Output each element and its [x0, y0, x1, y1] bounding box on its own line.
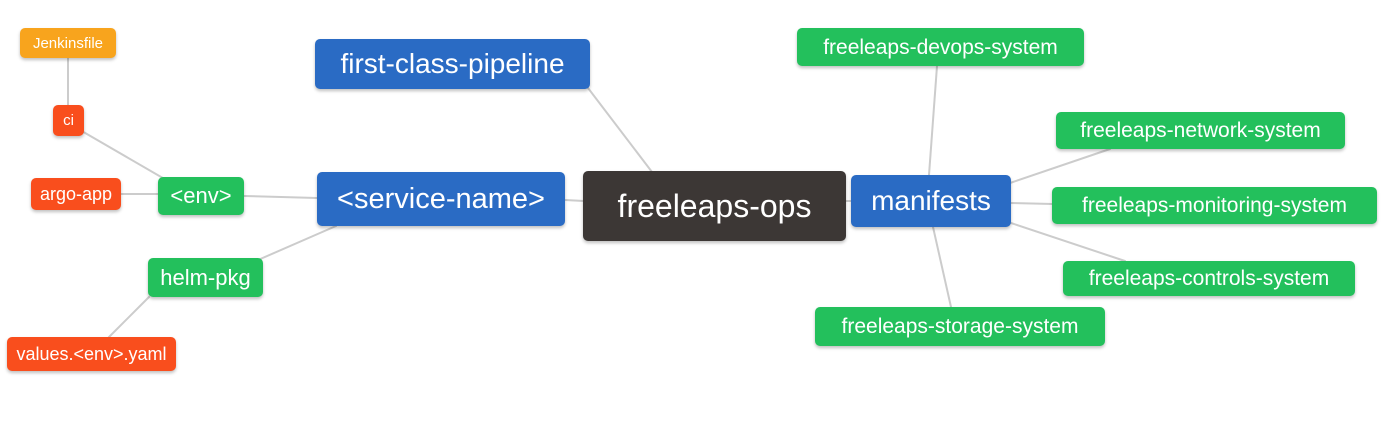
node-label: freeleaps-network-system	[1080, 119, 1321, 142]
node-freeleaps-controls-system[interactable]: freeleaps-controls-system	[1063, 261, 1355, 296]
edge-ci-env	[79, 129, 169, 182]
node-service-name[interactable]: <service-name>	[317, 172, 565, 226]
edge-service-name-helm-pkg	[257, 225, 337, 261]
node-label: freeleaps-controls-system	[1088, 267, 1330, 290]
node-label: <service-name>	[337, 182, 545, 215]
node-freeleaps-storage-system[interactable]: freeleaps-storage-system	[815, 307, 1105, 346]
node-jenkinsfile[interactable]: Jenkinsfile	[20, 28, 116, 58]
node-label: freeleaps-devops-system	[823, 35, 1058, 59]
edge-manifests-freeleaps-devops-system	[928, 65, 938, 176]
node-label: freeleaps-storage-system	[841, 315, 1079, 338]
edge-env-service-name	[243, 195, 318, 199]
node-values-env-yaml[interactable]: values.<env>.yaml	[7, 337, 176, 371]
node-freeleaps-monitoring-system[interactable]: freeleaps-monitoring-system	[1052, 187, 1377, 224]
node-label: ci	[63, 112, 74, 129]
node-label: freeleaps-monitoring-system	[1082, 194, 1347, 217]
node-argo-app[interactable]: argo-app	[31, 178, 121, 210]
node-label: values.<env>.yaml	[16, 344, 167, 364]
node-env[interactable]: <env>	[158, 177, 244, 215]
edge-service-name-freeleaps-ops	[564, 199, 585, 202]
node-label: manifests	[871, 185, 991, 216]
node-label: helm-pkg	[160, 264, 251, 290]
node-freeleaps-ops[interactable]: freeleaps-ops	[583, 171, 846, 241]
node-manifests[interactable]: manifests	[851, 175, 1011, 227]
node-first-class-pipeline[interactable]: first-class-pipeline	[315, 39, 590, 89]
edge-manifests-freeleaps-controls-system	[1007, 221, 1126, 262]
edge-manifests-freeleaps-network-system	[1009, 148, 1111, 184]
node-ci[interactable]: ci	[53, 105, 84, 136]
node-label: first-class-pipeline	[340, 48, 565, 79]
node-freeleaps-devops-system[interactable]: freeleaps-devops-system	[797, 28, 1084, 66]
edge-helm-pkg-values-env-yaml	[108, 296, 150, 338]
node-label: Jenkinsfile	[32, 34, 104, 52]
node-label: <env>	[170, 183, 232, 208]
edge-manifests-freeleaps-storage-system	[932, 226, 952, 308]
edge-manifests-freeleaps-monitoring-system	[1009, 202, 1054, 205]
node-label: argo-app	[39, 184, 113, 204]
edge-first-class-pipeline-freeleaps-ops	[587, 87, 653, 173]
node-helm-pkg[interactable]: helm-pkg	[148, 258, 263, 297]
node-freeleaps-network-system[interactable]: freeleaps-network-system	[1056, 112, 1345, 149]
node-label: freeleaps-ops	[617, 188, 812, 224]
